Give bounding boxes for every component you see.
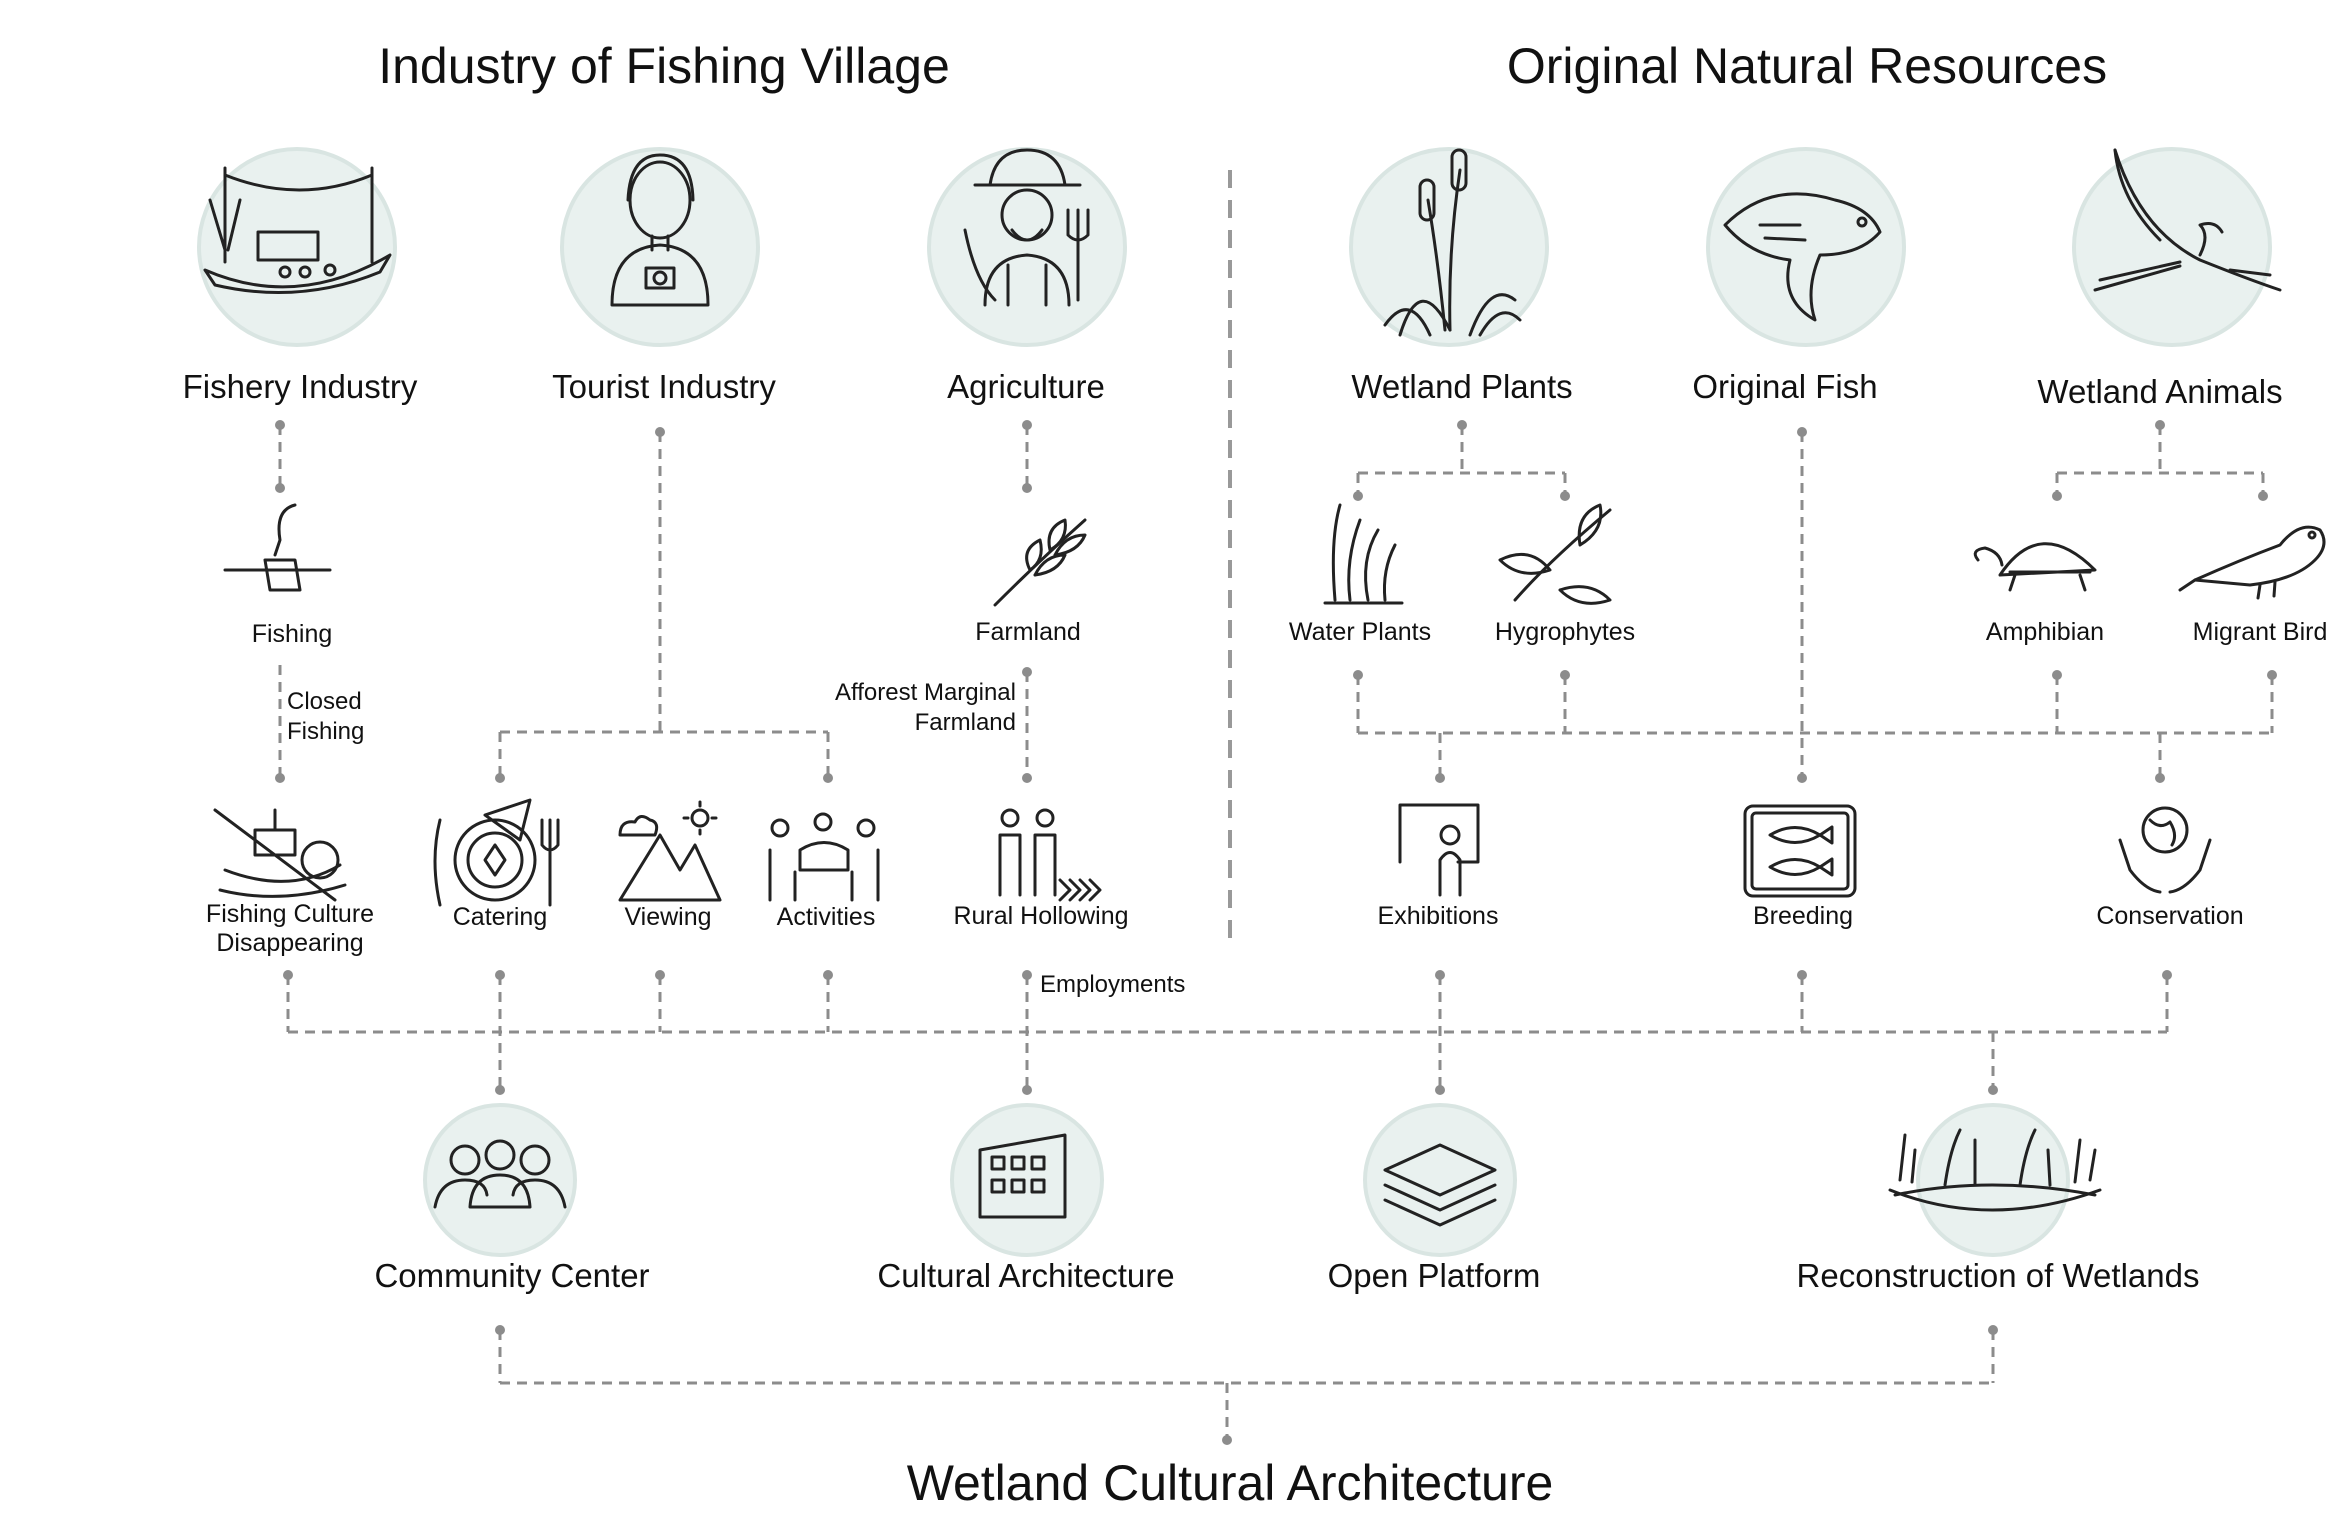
annotation-employments: Employments xyxy=(1040,971,1186,998)
label-fishing-culture-line2: Disappearing xyxy=(216,928,364,957)
tourist-icon xyxy=(610,153,710,307)
farmer-icon xyxy=(963,148,1090,307)
label-conservation: Conservation xyxy=(2096,902,2244,930)
community-circle xyxy=(423,1103,577,1257)
label-migrant-bird: Migrant Bird xyxy=(2192,618,2328,646)
platform-circle xyxy=(1363,1103,1517,1257)
label-fishing: Fishing xyxy=(251,620,333,648)
crane-icon xyxy=(2093,148,2282,292)
label-original-fish: Original Fish xyxy=(1692,368,1878,405)
label-agriculture: Agriculture xyxy=(947,368,1105,405)
annotation-afforest-line2: Farmland xyxy=(914,709,1016,736)
fish-icon xyxy=(1723,192,1882,322)
label-cultural-architecture: Cultural Architecture xyxy=(877,1257,1175,1294)
original-fish-circle xyxy=(1706,147,1906,347)
agriculture-circle xyxy=(927,147,1127,347)
conservation-icon xyxy=(2118,806,2212,894)
label-fishing-culture-line1: Fishing Culture xyxy=(205,900,375,928)
label-breeding: Breeding xyxy=(1752,902,1854,930)
label-viewing: Viewing xyxy=(624,903,712,931)
activities-icon xyxy=(768,812,880,902)
connector-dots xyxy=(275,420,2277,1445)
label-amphibian: Amphibian xyxy=(1985,618,2105,646)
community-people-icon xyxy=(433,1139,567,1209)
tourist-circle xyxy=(560,147,760,347)
reeds-icon xyxy=(1383,148,1522,337)
label-fishing-culture-disappearing: Fishing Culture Disappearing xyxy=(206,900,374,958)
water-plants-icon xyxy=(1323,503,1404,605)
mountain-viewing-icon xyxy=(618,800,722,902)
annotation-closed-fishing: Closed Fishing xyxy=(287,687,364,747)
label-catering: Catering xyxy=(452,903,548,931)
building-icon xyxy=(978,1133,1067,1219)
label-exhibitions: Exhibitions xyxy=(1377,902,1499,930)
label-wetland-animals: Wetland Animals xyxy=(2037,373,2283,410)
label-reconstruction-of-wetlands: Reconstruction of Wetlands xyxy=(1796,1257,2200,1294)
label-rural-hollowing: Rural Hollowing xyxy=(953,902,1129,930)
wetland-reconstruction-icon xyxy=(1888,1128,2102,1212)
turtle-icon xyxy=(1973,542,2097,592)
fishery-circle xyxy=(197,147,397,347)
annotation-closed-line2: Fishing xyxy=(287,718,365,745)
bird-icon xyxy=(2178,525,2326,600)
fishing-hook-icon xyxy=(223,503,332,592)
reconstruction-circle xyxy=(1916,1103,2070,1257)
disappearing-culture-icon xyxy=(213,808,347,902)
layers-icon xyxy=(1383,1143,1497,1227)
label-tourist-industry: Tourist Industry xyxy=(552,368,776,405)
wheat-icon xyxy=(993,518,1087,607)
header-wetland-architecture: Wetland Cultural Architecture xyxy=(906,1455,1554,1511)
fishing-boat-icon xyxy=(203,166,392,295)
wetland-animals-circle xyxy=(2072,147,2272,347)
label-community-center: Community Center xyxy=(374,1257,650,1294)
rural-hollowing-icon xyxy=(998,808,1102,902)
breeding-icon xyxy=(1743,804,1857,898)
label-fishery-industry: Fishery Industry xyxy=(182,368,418,405)
label-water-plants: Water Plants xyxy=(1288,618,1432,646)
annotation-closed-line1: Closed xyxy=(287,688,362,715)
cultural-circle xyxy=(950,1103,1104,1257)
label-open-platform: Open Platform xyxy=(1327,1257,1541,1294)
annotation-afforest-line1: Afforest Marginal xyxy=(835,679,1016,706)
label-hygrophytes: Hygrophytes xyxy=(1494,618,1636,646)
exhibitions-icon xyxy=(1398,803,1480,897)
header-resources: Original Natural Resources xyxy=(1506,38,2108,94)
annotation-afforest: Afforest Marginal Farmland xyxy=(810,678,1016,738)
hygrophytes-icon xyxy=(1498,503,1612,605)
label-activities: Activities xyxy=(776,903,876,931)
label-farmland: Farmland xyxy=(975,618,1081,646)
label-wetland-plants: Wetland Plants xyxy=(1351,368,1573,405)
header-industry: Industry of Fishing Village xyxy=(378,38,950,94)
category-circles xyxy=(197,147,2272,1257)
catering-icon xyxy=(433,798,560,907)
